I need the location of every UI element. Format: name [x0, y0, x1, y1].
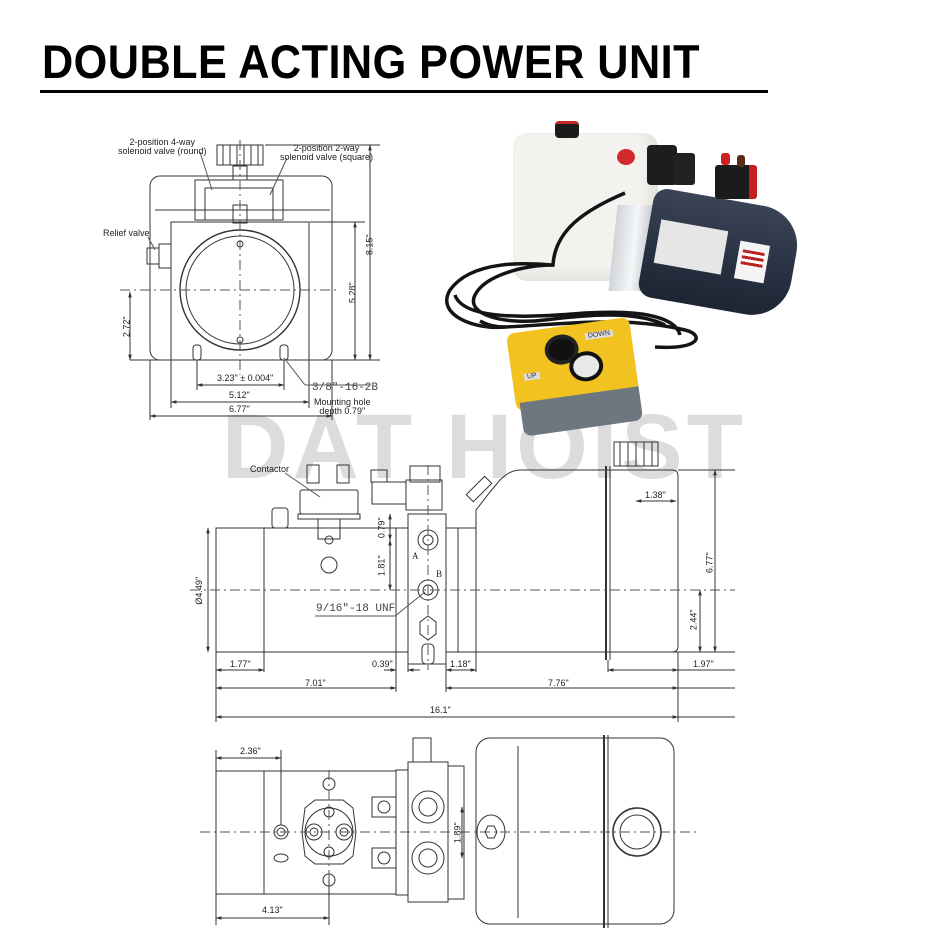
callout-mounting-hole: Mounting hole depth 0.79"	[314, 397, 371, 417]
dim-hole-spacing: 3.23" ± 0.004"	[217, 373, 274, 383]
callout-2way-valve: 2-position 2-way solenoid valve (square)	[280, 143, 374, 163]
photo-solenoid-valve-2	[673, 153, 695, 185]
title-underline	[40, 90, 768, 93]
callout-text: 2-position 4-way	[129, 137, 196, 147]
photo-terminal	[721, 153, 730, 165]
top-view-drawing	[200, 735, 700, 928]
brand-watermark: DAT HOIST	[222, 396, 747, 498]
product-photo: UP DOWN	[435, 115, 810, 445]
port-b-label: B	[436, 569, 443, 579]
dim-adapter: 1.18"	[450, 659, 471, 669]
dim-tank-center: 2.44"	[688, 609, 699, 631]
side-view-drawing	[190, 441, 735, 722]
dim-tank-height: 6.77"	[704, 552, 715, 574]
callout-relief-valve: Relief valve	[103, 228, 150, 238]
dim-top-port-spacing: 1.89"	[452, 822, 463, 844]
dim-motor-end: 1.77"	[230, 659, 251, 669]
port-a-label: A	[412, 551, 419, 561]
callout-contactor: Contactor	[250, 464, 290, 474]
page-title: DOUBLE ACTING POWER UNIT	[42, 35, 701, 88]
callout-text: solenoid valve (square)	[280, 152, 374, 163]
dim-overall-height: 8.15"	[364, 234, 375, 256]
dim-tank-end: 1.97"	[693, 659, 714, 669]
dim-contactor-offset: 4.13"	[262, 905, 283, 915]
dim-base-width: 5.12"	[229, 390, 250, 400]
dim-center-height: 2.72"	[121, 316, 132, 338]
photo-terminal-2	[737, 155, 745, 167]
dim-port-a-offset: 0.79"	[376, 517, 387, 539]
photo-cable	[445, 191, 698, 350]
callout-thread: 3/8"-16-2B	[312, 382, 379, 394]
dim-overall-length: 16.1"	[430, 705, 451, 715]
dim-motor-diameter: Ø4.49"	[194, 576, 205, 605]
dim-tank-length: 7.76"	[548, 678, 569, 688]
dim-flange: 0.39"	[372, 659, 393, 669]
callout-text: depth 0.79"	[319, 406, 366, 417]
dim-port-spacing: 1.81"	[376, 555, 387, 577]
dim-cap-offset: 1.38"	[645, 490, 666, 500]
front-view-drawing	[120, 140, 380, 420]
callout-text: 2-position 2-way	[293, 143, 360, 153]
photo-solenoid-valve	[647, 145, 677, 185]
photo-breather-cap	[617, 149, 635, 165]
callout-text: solenoid valve (round)	[118, 146, 207, 157]
callout-port-thread: 9/16"-18 UNF	[316, 603, 396, 615]
dim-motor-length: 7.01"	[305, 678, 326, 688]
photo-contactor	[715, 165, 757, 199]
callout-text: Mounting hole	[314, 397, 371, 407]
dim-motor-height: 5.28"	[347, 282, 358, 304]
photo-filler-cap	[555, 121, 579, 138]
dim-terminal-offset: 2.36"	[240, 746, 261, 756]
callout-4way-valve: 2-position 4-way solenoid valve (round)	[118, 137, 207, 157]
photo-remote-pendant: UP DOWN	[505, 316, 644, 443]
dim-overall-width: 6.77"	[229, 404, 250, 414]
